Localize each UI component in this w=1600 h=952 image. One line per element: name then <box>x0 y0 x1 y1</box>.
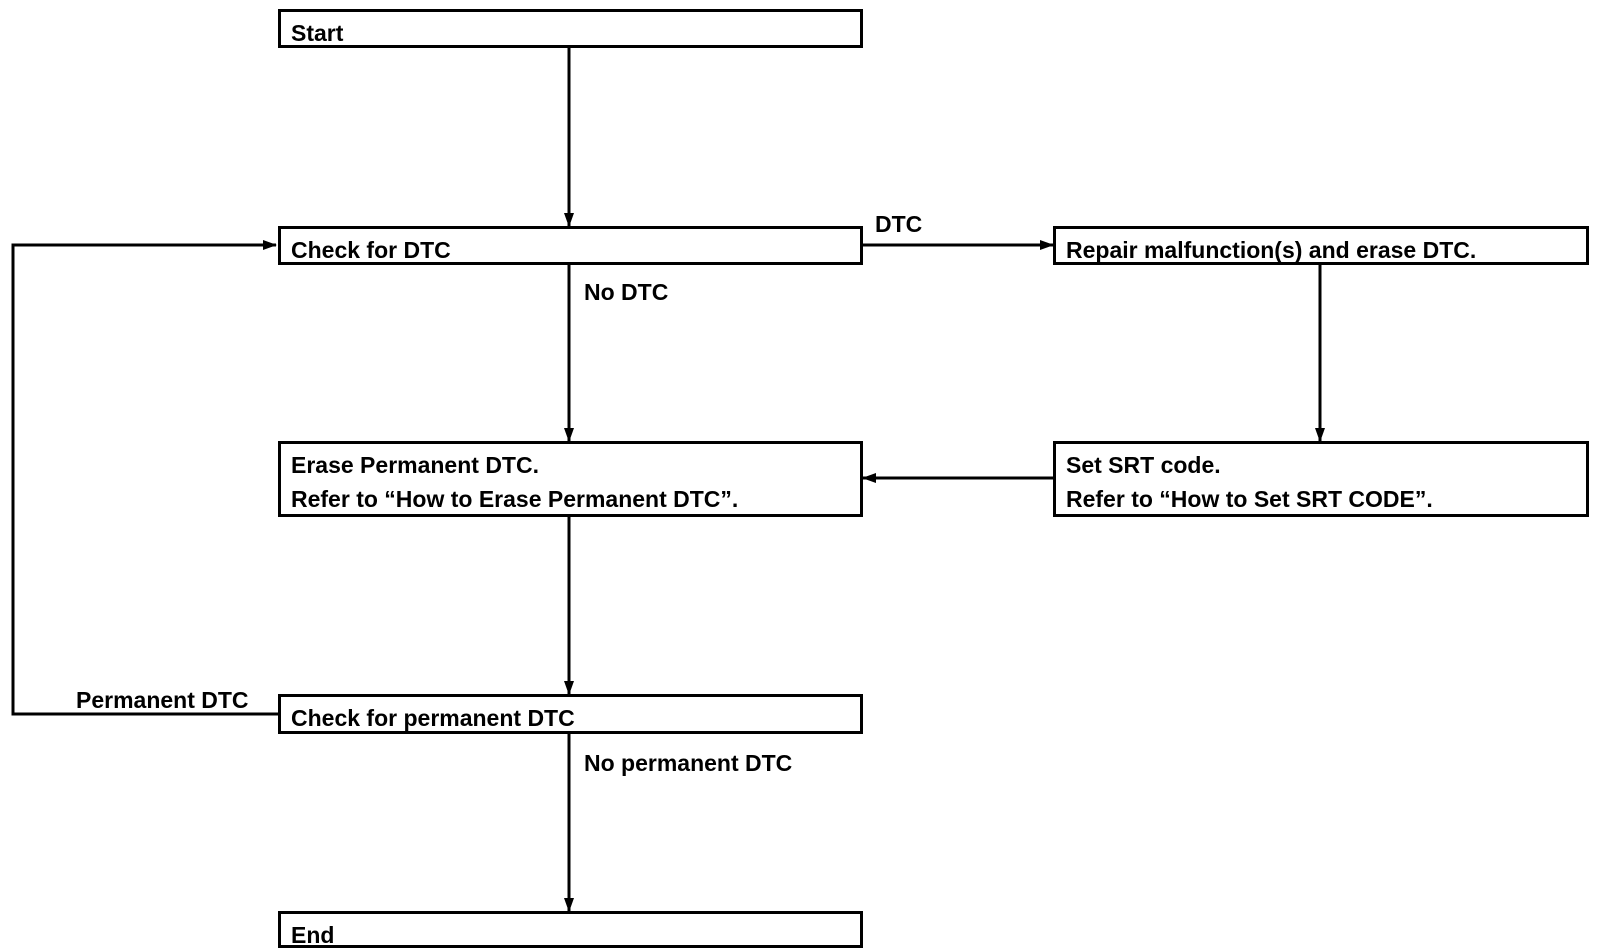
check-dtc-label: Check for DTC <box>291 237 451 263</box>
repair-label: Repair malfunction(s) and erase DTC. <box>1066 237 1477 263</box>
start-label: Start <box>291 20 344 46</box>
check-dtc-box: Check for DTC <box>278 226 863 265</box>
edge-label-permanent-dtc: Permanent DTC <box>76 687 249 713</box>
repair-box: Repair malfunction(s) and erase DTC. <box>1053 226 1589 265</box>
edge-label-no-dtc: No DTC <box>584 279 669 305</box>
set-srt-box: Set SRT code. Refer to “How to Set SRT C… <box>1053 441 1589 517</box>
set-srt-line2: Refer to “How to Set SRT CODE”. <box>1066 486 1433 512</box>
set-srt-line1: Set SRT code. <box>1066 452 1221 478</box>
arrow-loop-back-to-check-dtc <box>11 240 278 716</box>
start-box: Start <box>278 9 863 48</box>
end-label: End <box>291 922 335 948</box>
erase-permanent-box: Erase Permanent DTC. Refer to “How to Er… <box>278 441 863 517</box>
end-box: End <box>278 911 863 948</box>
erase-permanent-line1: Erase Permanent DTC. <box>291 452 539 478</box>
edge-label-dtc: DTC <box>875 211 923 237</box>
check-permanent-dtc-box: Check for permanent DTC <box>278 694 863 734</box>
edge-label-no-permanent-dtc: No permanent DTC <box>584 750 793 776</box>
check-permanent-dtc-label: Check for permanent DTC <box>291 705 575 731</box>
erase-permanent-line2: Refer to “How to Erase Permanent DTC”. <box>291 486 739 512</box>
